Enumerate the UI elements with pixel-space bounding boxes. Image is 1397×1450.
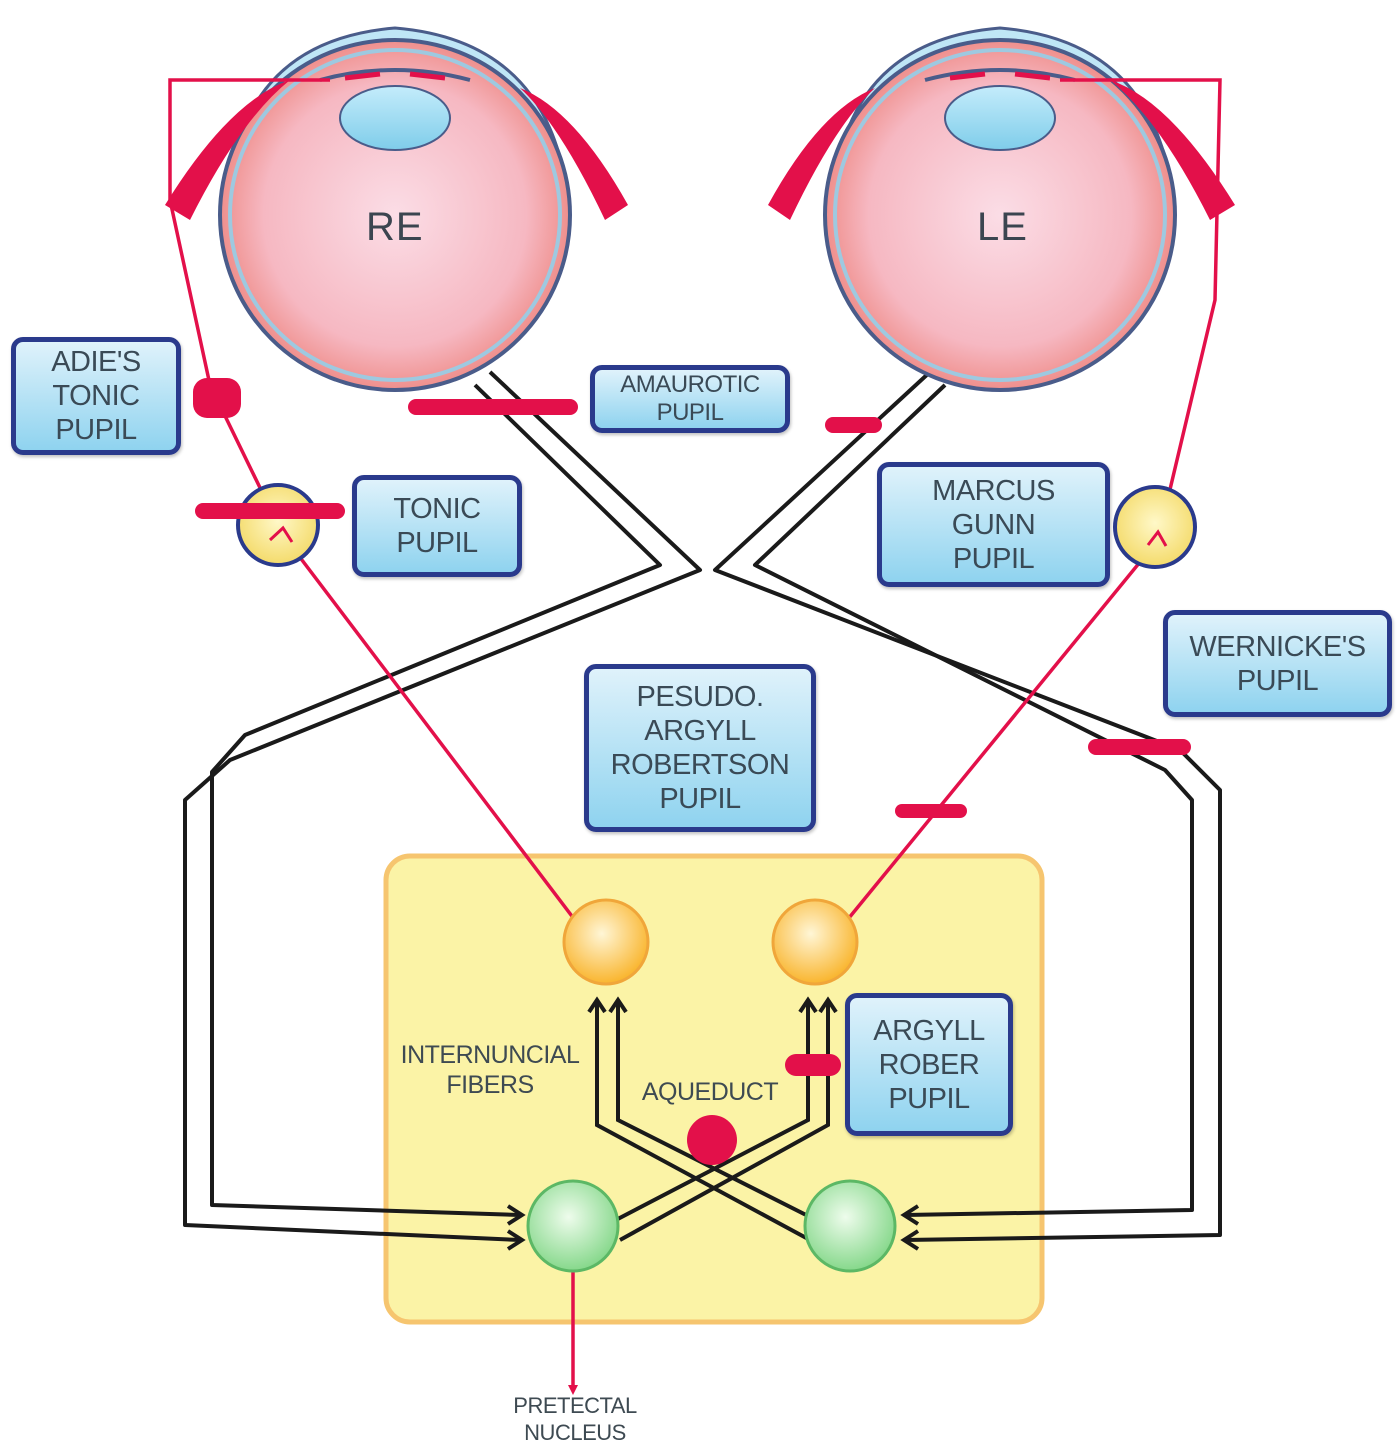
left-eye (823, 26, 1177, 392)
wernickes-pupil-label: WERNICKE'S PUPIL (1163, 610, 1392, 717)
amaurotic-lesion-right (408, 399, 578, 415)
iris-muscles (165, 80, 1235, 220)
edinger-westphal-nuclei (562, 898, 859, 986)
pseudo-argyll-robertson-pupil-label: PESUDO. ARGYLL ROBERTSON PUPIL (584, 664, 816, 832)
left-eye-label: LE (977, 205, 1028, 249)
pretectal-nucleus-right (803, 1179, 897, 1273)
pseudo-argyll-lesion (895, 804, 967, 818)
tonic-pupil-lesion (195, 503, 345, 519)
internuncial-fibers (587, 996, 838, 1242)
aqueduct-dot (687, 1115, 737, 1165)
pretectal-nucleus-label: PRETECTAL NUCLEUS (513, 1393, 637, 1445)
left-ciliary-ganglion (1113, 485, 1197, 569)
adies-lesion (193, 378, 241, 418)
right-eye-label: RE (366, 205, 424, 249)
right-ciliary-ganglion (236, 483, 320, 567)
left-optic-nerve-inner (753, 383, 1194, 1217)
right-optic-nerve-outer (183, 370, 702, 1242)
pretectal-nucleus-left (526, 1179, 620, 1273)
argyll-robertson-lesion (785, 1054, 841, 1076)
amaurotic-lesion-left (825, 417, 882, 433)
lesion-markers (193, 378, 1191, 1076)
aqueduct-label: AQUEDUCT (641, 1078, 779, 1106)
right-eye (218, 26, 572, 392)
pretectal-nuclei (526, 1179, 897, 1273)
optic-pathways (183, 370, 1222, 1242)
tract-arrowheads (506, 1204, 920, 1251)
ew-nucleus-left (562, 898, 650, 986)
efferent-pathways (168, 78, 1222, 1395)
adies-tonic-pupil-label: ADIE'S TONIC PUPIL (11, 337, 181, 455)
wernicke-lesion (1088, 739, 1191, 755)
left-optic-nerve-outer (713, 370, 1222, 1242)
internuncial-fibers-label: INTERNUNCIAL FIBERS (400, 1041, 580, 1099)
right-optic-nerve-inner (210, 383, 662, 1217)
amaurotic-pupil-label: AMAUROTIC PUPIL (590, 365, 790, 433)
tonic-pupil-label: TONIC PUPIL (352, 475, 522, 577)
ew-nucleus-right (771, 898, 859, 986)
marcus-gunn-pupil-label: MARCUS GUNN PUPIL (877, 462, 1110, 587)
argyll-rober-pupil-label: ARGYLL ROBER PUPIL (845, 993, 1013, 1136)
